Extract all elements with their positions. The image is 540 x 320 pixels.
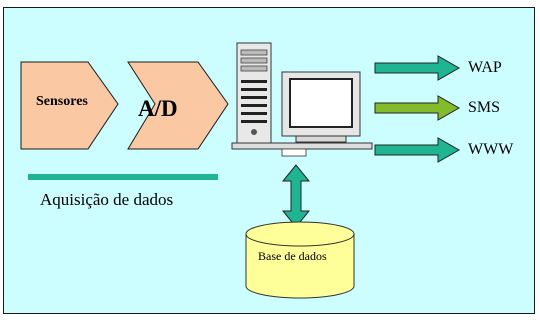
sensors-label: Sensores [36, 94, 88, 109]
computer-monitor-icon [281, 71, 361, 143]
acquisition-label: Aquisição de dados [40, 190, 174, 209]
output-label-www: WWW [468, 141, 514, 158]
acquisition-bar [28, 174, 218, 180]
sensors-block [20, 61, 119, 150]
output-label-sms: SMS [468, 99, 501, 116]
output-arrow-www [374, 137, 461, 163]
computer-tower-icon [236, 42, 272, 144]
ad-block [127, 61, 229, 150]
output-arrow-sms [374, 95, 461, 121]
ad-converter-label: A/D [138, 96, 178, 121]
keyboard-icon [231, 142, 373, 157]
database-cylinder [245, 221, 355, 299]
database-label: Base de dados [258, 249, 327, 263]
database-connector-arrow [281, 164, 311, 228]
output-label-wap: WAP [468, 59, 502, 76]
output-arrow-wap [374, 55, 461, 81]
